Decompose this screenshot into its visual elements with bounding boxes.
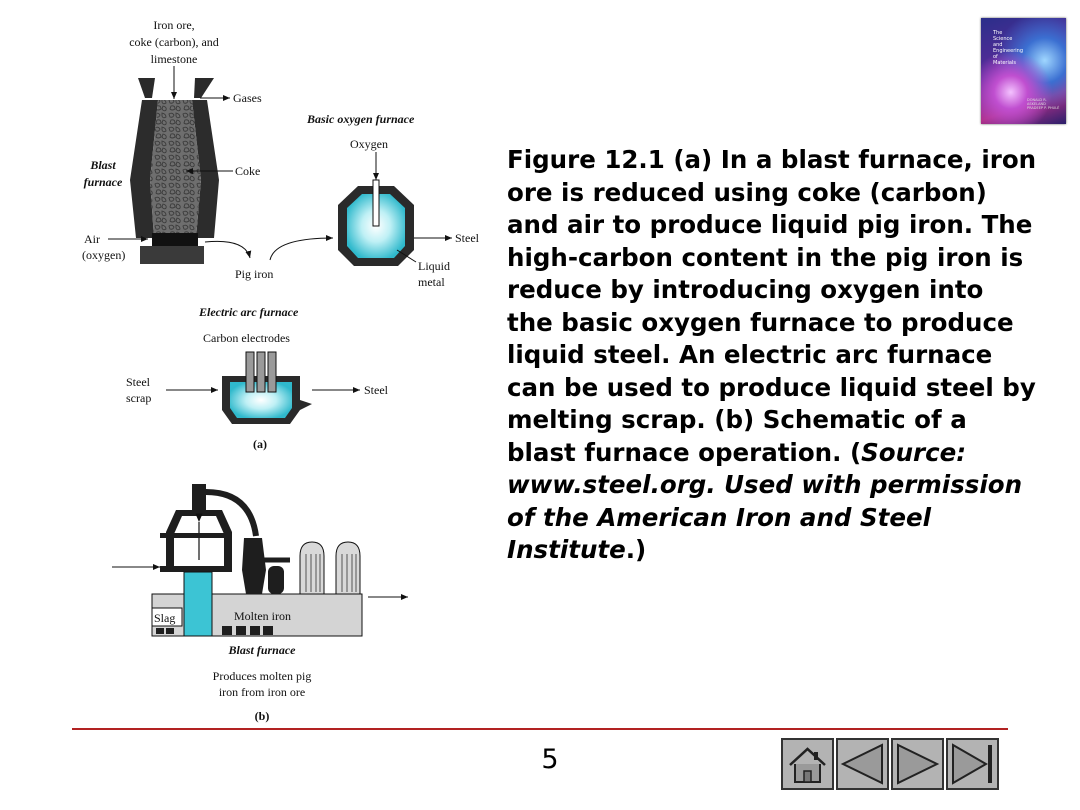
pig-iron-label: Pig iron: [235, 267, 273, 281]
top-label-line: Iron ore,: [153, 18, 194, 32]
oxygen-lance: [372, 179, 380, 227]
previous-icon: [840, 743, 883, 785]
furnace-base: [140, 246, 204, 264]
book-title-line: The: [993, 30, 1003, 36]
liquid-metal-leader: [396, 249, 417, 263]
electrode: [245, 351, 255, 393]
steel-scrap-label: Steel: [126, 375, 151, 389]
to-bof-arrow: [269, 235, 334, 261]
furnace-wall-left: [130, 100, 158, 238]
blast-furnace-label: Blast: [89, 158, 116, 172]
blast-furnace-a: Iron ore, coke (carbon), and limestone G…: [82, 18, 334, 281]
part-b-label: (b): [255, 709, 270, 723]
footer-rule: [72, 728, 1008, 730]
slag-box: [151, 607, 183, 627]
previous-button[interactable]: [836, 738, 889, 790]
book-authors: DONALD R. ASKELAND PRADEEP P. PHULÉ: [1027, 98, 1061, 110]
last-icon: [952, 743, 992, 785]
book-title-line: Materials: [993, 60, 1016, 66]
book-author: PRADEEP P. PHULÉ: [1027, 106, 1060, 110]
oxygen-label: Oxygen: [350, 137, 388, 151]
hopper-right: [194, 78, 214, 98]
scrubber: [268, 566, 284, 594]
blast-furnace-b-label: Blast furnace: [227, 643, 296, 657]
book-title-line: and: [993, 42, 1003, 48]
bof-steel-label: Steel: [455, 231, 480, 245]
pig-iron-arrow: [204, 240, 252, 259]
book-title: The Science and Engineering of Materials: [993, 30, 1033, 66]
produces-label: iron from iron ore: [219, 685, 305, 699]
book-author: DONALD R. ASKELAND: [1027, 98, 1047, 106]
figure-caption: Figure 12.1 (a) In a blast furnace, iron…: [507, 144, 1037, 567]
liquid-metal-label: metal: [418, 275, 445, 289]
coke-label: Coke: [235, 164, 260, 178]
ladle-cars: [156, 626, 273, 635]
steelmaking-diagram: Iron ore, coke (carbon), and limestone G…: [82, 18, 480, 723]
eaf-title: Electric arc furnace: [198, 305, 299, 319]
hearth: [152, 233, 198, 247]
book-title-line: of: [993, 54, 998, 60]
liquid-metal-label: Liquid: [418, 259, 450, 273]
home-icon: [789, 747, 826, 783]
basic-oxygen-furnace: Basic oxygen furnace Oxygen Steel Liquid…: [306, 112, 480, 289]
molten-iron-column: [183, 571, 213, 637]
home-button[interactable]: [781, 738, 834, 790]
gases-label: Gases: [233, 91, 262, 105]
platform: [160, 566, 232, 572]
next-button[interactable]: [891, 738, 944, 790]
molten-iron-label: Molten iron: [234, 609, 291, 623]
last-button[interactable]: [946, 738, 999, 790]
caption-main: Figure 12.1 (a) In a blast furnace, iron…: [507, 145, 1037, 467]
electrode: [267, 351, 277, 393]
produces-label: Produces molten pig: [213, 669, 312, 683]
top-label-line: coke (carbon), and: [129, 35, 219, 49]
electrode: [256, 351, 266, 393]
book-title-line: Engineering: [993, 48, 1023, 54]
caption-source: Source: www.steel.org. Used with permiss…: [507, 437, 1023, 565]
downcomer-pipe: [205, 489, 259, 537]
blast-furnace-label: furnace: [84, 175, 123, 189]
slag-label: Slag: [154, 611, 175, 625]
book-cover-image: The Science and Engineering of Materials…: [981, 18, 1066, 124]
coke-charge: [150, 100, 201, 238]
page-number: 5: [541, 744, 559, 775]
hopper-left: [138, 78, 155, 98]
book-title-line: Science: [993, 36, 1013, 42]
eaf-steel-label: Steel: [364, 383, 389, 397]
air-label: Air: [84, 232, 100, 246]
platform: [160, 533, 232, 538]
stack-top: [192, 484, 206, 510]
top-label-line: limestone: [151, 52, 198, 66]
dust-catcher: [242, 538, 266, 594]
next-icon: [897, 743, 940, 785]
furnace-wall-right: [192, 100, 219, 238]
blast-furnace-plant: Slag Molten iron Blast furnace Produces …: [112, 484, 408, 723]
bof-title: Basic oxygen furnace: [306, 112, 415, 126]
part-a-label: (a): [253, 437, 267, 451]
electric-arc-furnace: Electric arc furnace Carbon electrodes S…: [126, 305, 389, 451]
caption-end: .): [625, 535, 647, 564]
carbon-electrodes-label: Carbon electrodes: [203, 331, 290, 345]
steel-scrap-label: scrap: [126, 391, 151, 405]
air-label: (oxygen): [82, 248, 125, 262]
stove-lines: [305, 554, 357, 592]
